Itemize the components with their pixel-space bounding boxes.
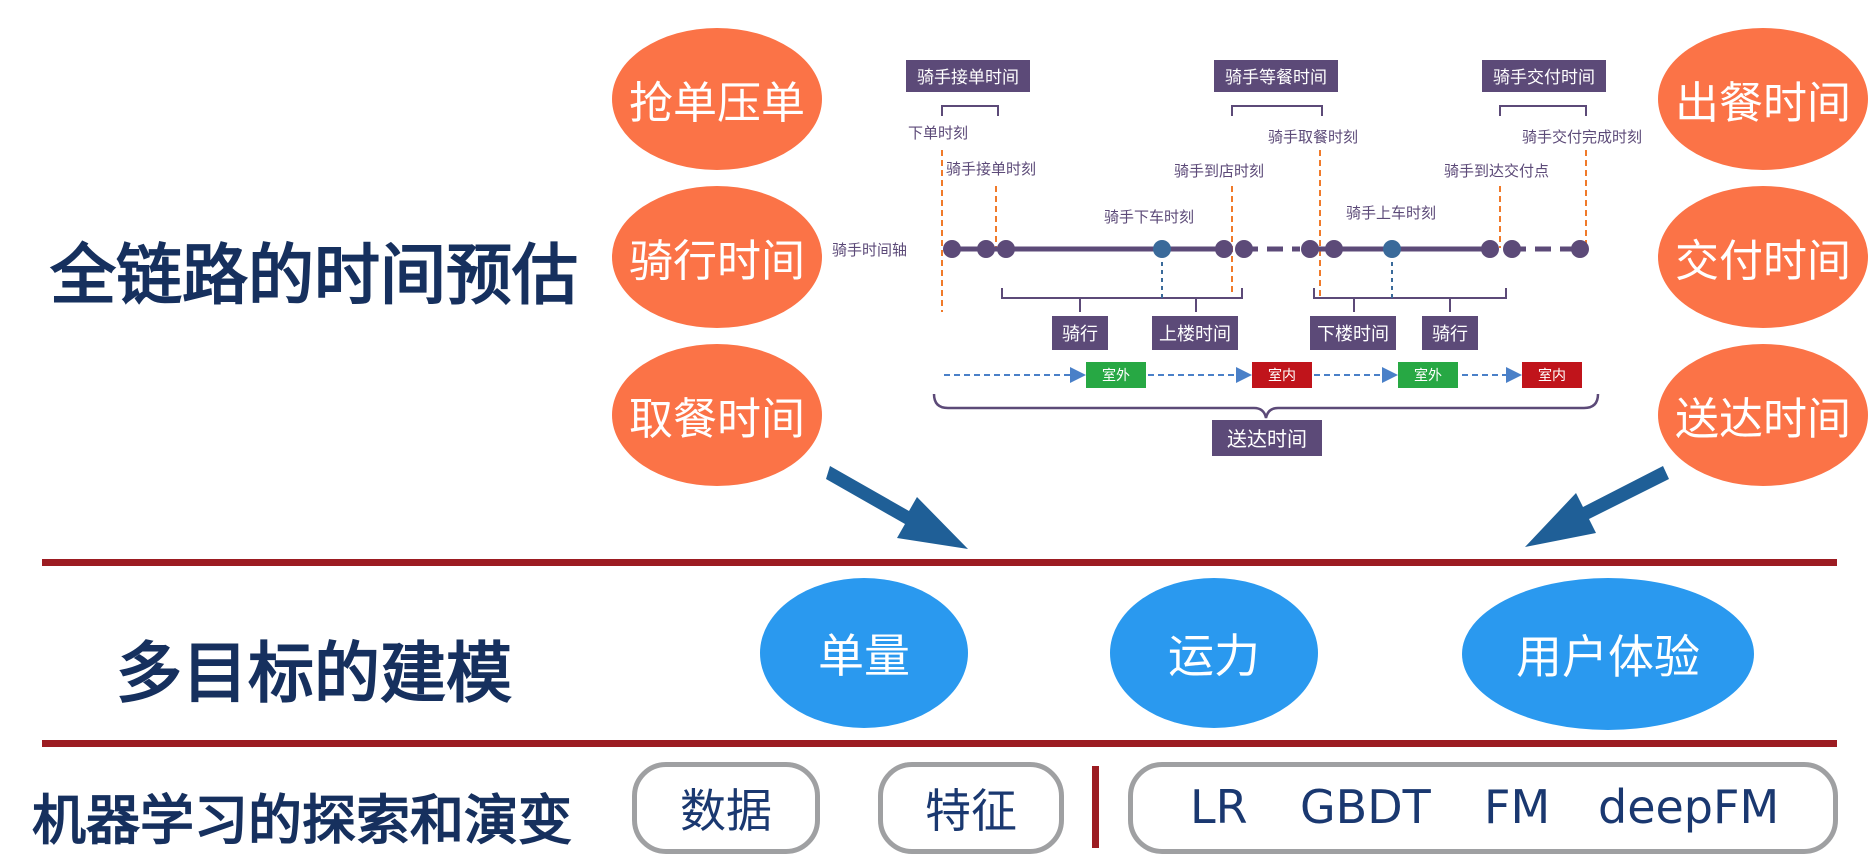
box-rider-wait-time	[1214, 60, 1338, 92]
svg-text:室外: 室外	[1102, 367, 1130, 384]
box-data: 数据	[632, 762, 820, 854]
arrow-left-down-icon	[1525, 466, 1669, 547]
section-title-multi-objective: 多目标的建模	[116, 635, 512, 712]
label-rider-arrive-store: 骑手到店时刻	[1174, 162, 1264, 180]
label-rider-pickup: 骑手取餐时刻	[1268, 128, 1358, 146]
oval-meal-out-time: 出餐时间	[1658, 28, 1868, 170]
model-gbdt: GBDT	[1300, 780, 1431, 834]
box-label-downstairs: 下楼时间	[1317, 324, 1389, 345]
rider-timeline-diagram: 骑手接单时间 骑手等餐时间 骑手交付时间 下单时刻 骑手接单时刻 骑手到店时刻 …	[832, 60, 1642, 456]
model-lr: LR	[1190, 780, 1248, 834]
arrow-right-down-icon	[826, 466, 968, 549]
svg-text:室内: 室内	[1268, 367, 1296, 384]
model-deepfm: deepFM	[1598, 780, 1780, 834]
label-rider-get-off: 骑手下车时刻	[1104, 208, 1194, 226]
box-rider-accept-time	[906, 60, 1030, 92]
tag-outdoor-1	[1086, 362, 1146, 388]
label-rider-arrive-delivery: 骑手到达交付点	[1444, 162, 1549, 180]
box-delivery-total	[1212, 420, 1322, 456]
divider-bottom	[42, 740, 1837, 747]
box-label-delivery-total: 送达时间	[1227, 427, 1307, 451]
box-label-upstairs: 上楼时间	[1159, 324, 1231, 345]
tag-outdoor-2	[1398, 362, 1458, 388]
vertical-divider	[1092, 766, 1099, 848]
box-rider-handover-time	[1482, 60, 1606, 92]
label-rider-get-on: 骑手上车时刻	[1346, 204, 1436, 222]
label-axis: 骑手时间轴	[832, 241, 907, 259]
box-features: 特征	[878, 762, 1064, 854]
box-label-rider-handover-time: 骑手交付时间	[1493, 68, 1595, 88]
box-label-ride-1: 骑行	[1062, 324, 1098, 345]
bracket-accept	[941, 105, 999, 116]
label-rider-delivery-done: 骑手交付完成时刻	[1522, 128, 1642, 146]
arrows-layer	[826, 466, 1669, 549]
oval-capacity: 运力	[1110, 578, 1318, 728]
bracket-total	[932, 393, 1600, 419]
box-label-rider-accept-time: 骑手接单时间	[917, 68, 1019, 88]
bracket-wait	[1231, 105, 1323, 116]
label-rider-accept: 骑手接单时刻	[946, 160, 1036, 178]
model-fm: FM	[1484, 780, 1551, 834]
box-label-ride-2: 骑行	[1432, 324, 1468, 345]
oval-delivery-time: 送达时间	[1658, 344, 1868, 486]
oval-order-grab: 抢单压单	[612, 28, 822, 170]
svg-text:室外: 室外	[1414, 367, 1442, 384]
oval-pickup-time: 取餐时间	[612, 344, 822, 486]
box-label-rider-wait-time: 骑手等餐时间	[1225, 68, 1327, 88]
bracket-handover	[1499, 105, 1587, 116]
box-models	[1128, 762, 1838, 854]
tag-indoor-1	[1252, 362, 1312, 388]
tag-indoor-2	[1522, 362, 1582, 388]
divider-top	[42, 559, 1837, 566]
oval-order-volume: 单量	[760, 578, 968, 728]
label-order-placed: 下单时刻	[908, 124, 968, 142]
oval-user-experience: 用户体验	[1462, 578, 1754, 730]
oval-ride-time: 骑行时间	[612, 186, 822, 328]
section-title-time-estimation: 全链路的时间预估	[50, 237, 578, 314]
section-title-machine-learning: 机器学习的探索和演变	[32, 789, 572, 852]
oval-handover-time: 交付时间	[1658, 186, 1868, 328]
svg-text:室内: 室内	[1538, 367, 1566, 384]
